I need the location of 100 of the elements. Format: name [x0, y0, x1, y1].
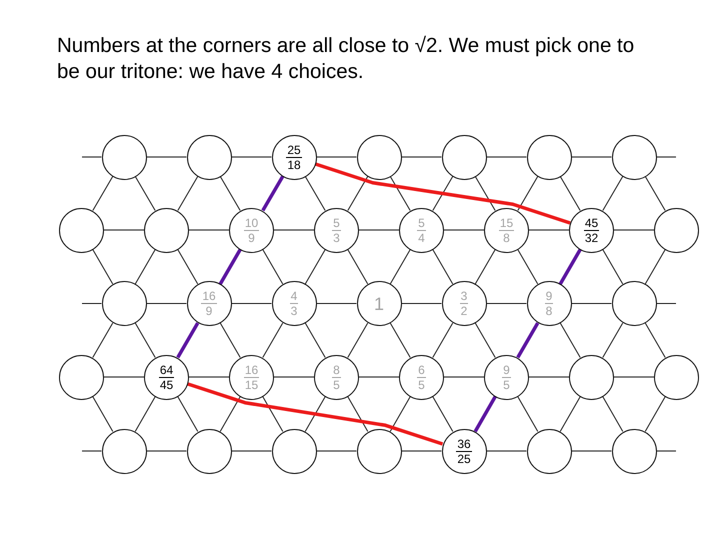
- lattice-line: [644, 248, 666, 285]
- highlight-line: [558, 248, 582, 285]
- lattice-circle: [186, 428, 232, 474]
- fraction-numerator: 6: [417, 364, 426, 378]
- fraction-numerator: 3: [460, 290, 468, 304]
- lattice-line: [432, 248, 454, 285]
- lattice-line: [432, 322, 454, 358]
- lattice-line: [571, 156, 612, 158]
- lattice-line: [656, 303, 676, 304]
- fraction-numerator: 16: [244, 364, 260, 378]
- fraction-denominator: 15: [244, 378, 260, 390]
- lattice-line: [146, 156, 187, 158]
- lattice-line: [560, 396, 581, 432]
- lattice-line: [262, 248, 284, 285]
- fraction-denominator: 32: [584, 230, 600, 244]
- lattice-circle: [399, 208, 444, 252]
- lattice-line: [92, 396, 114, 432]
- heading-text: Numbers at the corners are all close to √2. We must pick one to be our tritone: we have 4 choices.: [57, 33, 636, 85]
- lattice-circle: [186, 281, 232, 326]
- lattice-line: [347, 396, 368, 432]
- lattice-line: [146, 450, 187, 452]
- lattice-circle: [314, 354, 359, 400]
- lattice-line: [644, 322, 666, 358]
- lattice-line: [432, 396, 454, 432]
- fraction-numerator: 5: [417, 216, 426, 230]
- lattice-circle: [484, 354, 529, 400]
- lattice-circle: [102, 134, 146, 180]
- lattice-circle: [144, 354, 189, 400]
- lattice-line: [390, 176, 411, 212]
- fraction-denominator: 5: [332, 378, 341, 390]
- lattice-line: [262, 322, 284, 358]
- lattice-circle: [526, 428, 572, 474]
- lattice-line: [390, 396, 411, 432]
- lattice-circle: [272, 281, 316, 326]
- lattice-line: [304, 176, 326, 212]
- lattice-line: [304, 248, 326, 285]
- fraction-numerator: 5: [332, 216, 341, 230]
- lattice-line: [177, 396, 198, 432]
- fraction-numerator: 15: [498, 216, 514, 230]
- fraction-denominator: 3: [290, 304, 298, 317]
- lattice-line: [560, 176, 581, 212]
- lattice-line: [316, 303, 357, 304]
- lattice-line: [602, 322, 624, 358]
- lattice-circle: [272, 134, 316, 180]
- lattice-line: [401, 303, 442, 304]
- lattice-line: [92, 176, 114, 212]
- lattice-circle: [654, 354, 699, 400]
- lattice-circle: [399, 354, 444, 400]
- lattice-circle: [526, 134, 572, 180]
- fraction-numerator: 64: [158, 364, 174, 378]
- highlight-line: [187, 382, 444, 446]
- lattice-circle: [272, 428, 316, 474]
- lattice-line: [474, 322, 496, 358]
- lattice-circle: [442, 134, 486, 180]
- lattice-circle: [569, 208, 614, 252]
- lattice-line: [517, 248, 538, 285]
- lattice-line: [347, 248, 368, 285]
- lattice-line: [656, 450, 676, 452]
- lattice-line: [444, 376, 484, 378]
- lattice-line: [177, 176, 198, 212]
- lattice-line: [274, 376, 314, 378]
- ratio-label: 1: [374, 294, 384, 312]
- lattice-line: [432, 176, 454, 212]
- fraction-denominator: 8: [544, 304, 554, 317]
- lattice-line: [571, 303, 612, 304]
- lattice-line: [231, 156, 272, 158]
- lattice-line: [104, 376, 144, 378]
- lattice-line: [134, 396, 156, 432]
- lattice-line: [390, 322, 411, 358]
- lattice-line: [220, 322, 241, 358]
- fraction-numerator: 4: [290, 290, 298, 304]
- lattice-circle: [356, 428, 402, 474]
- lattice-circle: [314, 208, 359, 252]
- lattice-circle: [186, 134, 232, 180]
- lattice-line: [474, 176, 496, 212]
- lattice-circle: [612, 428, 656, 474]
- lattice-line: [92, 322, 114, 358]
- highlight-line: [176, 322, 200, 358]
- lattice-line: [571, 450, 612, 452]
- fraction-denominator: 2: [460, 304, 468, 317]
- lattice-line: [614, 376, 654, 378]
- lattice-line: [401, 156, 442, 158]
- lattice-line: [401, 450, 442, 452]
- highlight-line: [261, 176, 284, 212]
- lattice-circle: [612, 281, 656, 326]
- lattice-line: [146, 303, 187, 304]
- lattice-circle: [102, 281, 146, 326]
- fraction-numerator: 36: [456, 438, 472, 452]
- lattice-circle: [59, 354, 104, 400]
- fraction-denominator: 25: [456, 452, 472, 464]
- lattice-line: [92, 248, 114, 285]
- fraction-denominator: 9: [204, 304, 214, 317]
- lattice-line: [82, 450, 102, 452]
- lattice-line: [82, 156, 102, 158]
- lattice-line: [517, 396, 538, 432]
- lattice-circle: [569, 354, 614, 400]
- lattice-line: [188, 376, 230, 378]
- lattice-line: [304, 322, 326, 358]
- lattice-circle: [484, 208, 529, 252]
- fraction-numerator: 16: [201, 290, 217, 304]
